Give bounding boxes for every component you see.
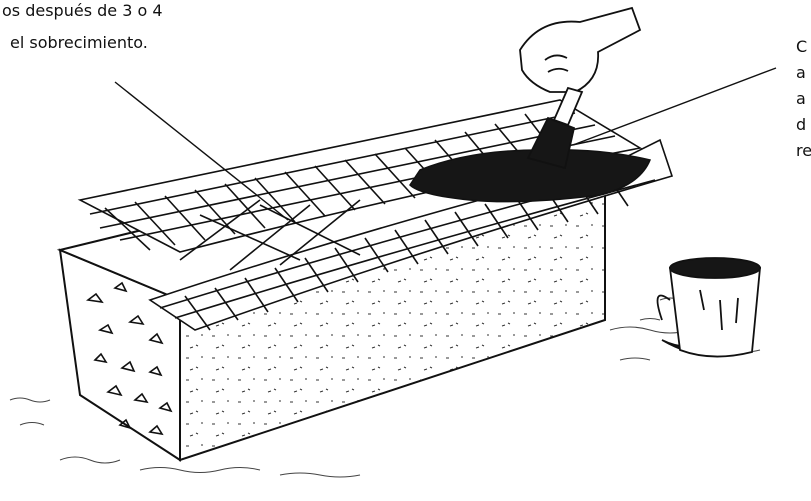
annotation-right-line: d [796, 114, 811, 140]
annotation-right-line: C [796, 36, 811, 62]
annotation-right-line: re [796, 140, 811, 166]
leader-line-right [573, 68, 776, 145]
paint-bucket [658, 258, 761, 357]
annotation-right: C a a d re [796, 36, 811, 166]
annotation-left-line2: el sobrecimiento. [10, 32, 148, 54]
annotation-right-line: a [796, 88, 811, 114]
annotation-left-line1: os después de 3 o 4 [2, 0, 163, 22]
annotation-right-line: a [796, 62, 811, 88]
